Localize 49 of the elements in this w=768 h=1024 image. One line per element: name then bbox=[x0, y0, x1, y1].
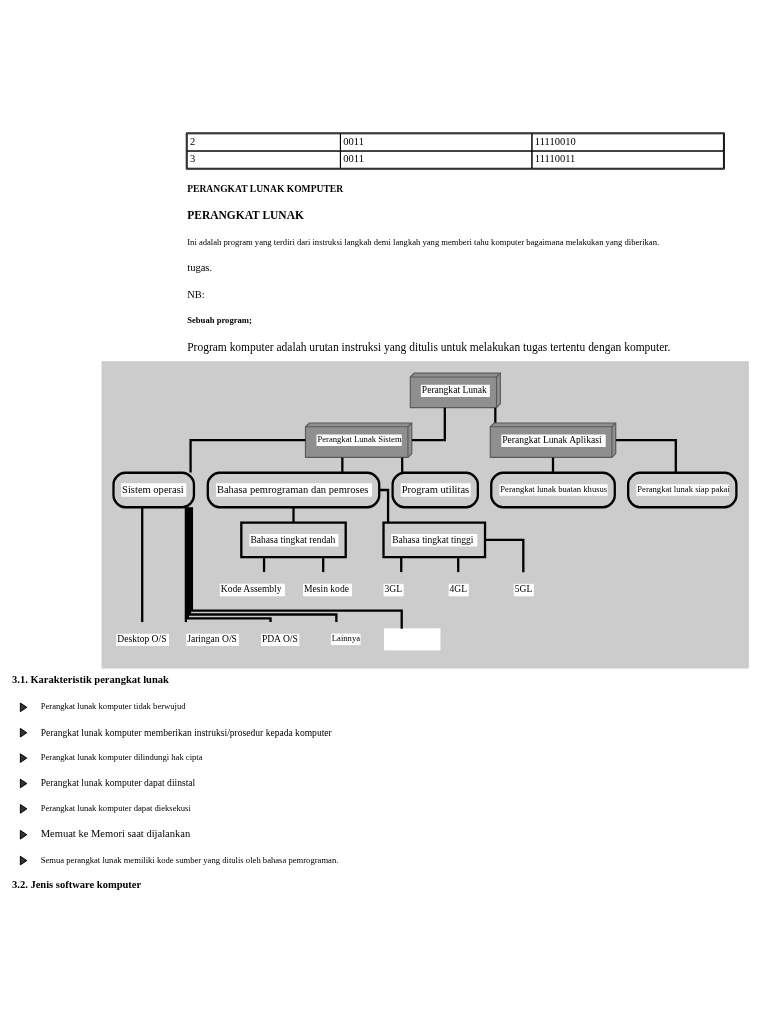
node-box: Perangkat lunak siap pakai bbox=[627, 471, 738, 508]
connector bbox=[412, 407, 446, 441]
node-box: Program utilitas bbox=[391, 471, 479, 508]
node-box: Lainnya bbox=[330, 633, 361, 645]
label: Perangkat lunak komputer tidak berwujud bbox=[40, 700, 186, 711]
node-box: Sistem operasi bbox=[112, 471, 196, 508]
label: Perangkat lunak komputer dilindungi hak cipta bbox=[40, 751, 203, 762]
label: 3.1. Karakteristik perangkat lunak bbox=[11, 673, 169, 685]
node-box: 4GL bbox=[448, 583, 469, 596]
node-box: Perangkat lunak buatan khusus bbox=[490, 471, 616, 508]
label: 2 bbox=[190, 135, 196, 147]
label: Ini adalah program yang terdiri dari instruksi langkah demi langkah yang memberi tahu komputer bagaimana melakukan yang diberikan. bbox=[187, 236, 660, 247]
node-box: PDA O/S bbox=[260, 633, 300, 646]
node-box: Mesin kode bbox=[303, 583, 352, 596]
connector bbox=[186, 506, 272, 622]
connector bbox=[184, 506, 188, 622]
node-box: Desktop O/S bbox=[116, 633, 170, 646]
connector bbox=[485, 538, 525, 572]
label: Perangkat lunak komputer dapat dieksekusi bbox=[40, 802, 191, 813]
connector bbox=[292, 506, 295, 522]
node-box: Bahasa pemrograman dan pemroses bbox=[206, 471, 381, 508]
label: tugas. bbox=[187, 261, 213, 273]
node-box: Kode Assembly bbox=[219, 583, 285, 596]
label: Memuat ke Memori saat dijalankan bbox=[40, 827, 191, 839]
label: Semua perangkat lunak memiliki kode sumber yang ditulis oleh bahasa pemrograman. bbox=[40, 854, 339, 865]
label: Perangkat lunak komputer memberikan instruksi/prosedur kepada komputer bbox=[40, 726, 332, 738]
node-box: 3GL bbox=[383, 583, 404, 596]
node-box: Bahasa tingkat rendah bbox=[240, 520, 347, 558]
label: 11110011 bbox=[534, 152, 576, 164]
label: Perangkat lunak komputer dapat diinstal bbox=[40, 776, 196, 788]
label: NB: bbox=[187, 288, 205, 300]
node-box: 5GL bbox=[513, 583, 534, 596]
label: 0011 bbox=[343, 135, 364, 147]
label: Sebuah program; bbox=[187, 314, 252, 325]
label: PERANGKAT LUNAK bbox=[187, 208, 304, 221]
label: 3.2. Jenis software komputer bbox=[11, 878, 142, 890]
connector bbox=[615, 438, 677, 473]
connector bbox=[379, 488, 390, 522]
cluster bbox=[101, 360, 749, 669]
label: Program komputer adalah urutan instruksi yang ditulis untuk melakukan tugas tertentu dengan komputer. bbox=[187, 340, 671, 353]
label: 0011 bbox=[343, 152, 364, 164]
node-box: Jaringan O/S bbox=[186, 633, 239, 646]
connector bbox=[189, 438, 306, 473]
node-box bbox=[384, 627, 441, 650]
label: 3 bbox=[190, 152, 196, 164]
label: 11110010 bbox=[534, 135, 576, 147]
label: PERANGKAT LUNAK KOMPUTER bbox=[187, 182, 344, 194]
node-box: Bahasa tingkat tinggi bbox=[382, 520, 487, 558]
connector bbox=[141, 506, 144, 622]
